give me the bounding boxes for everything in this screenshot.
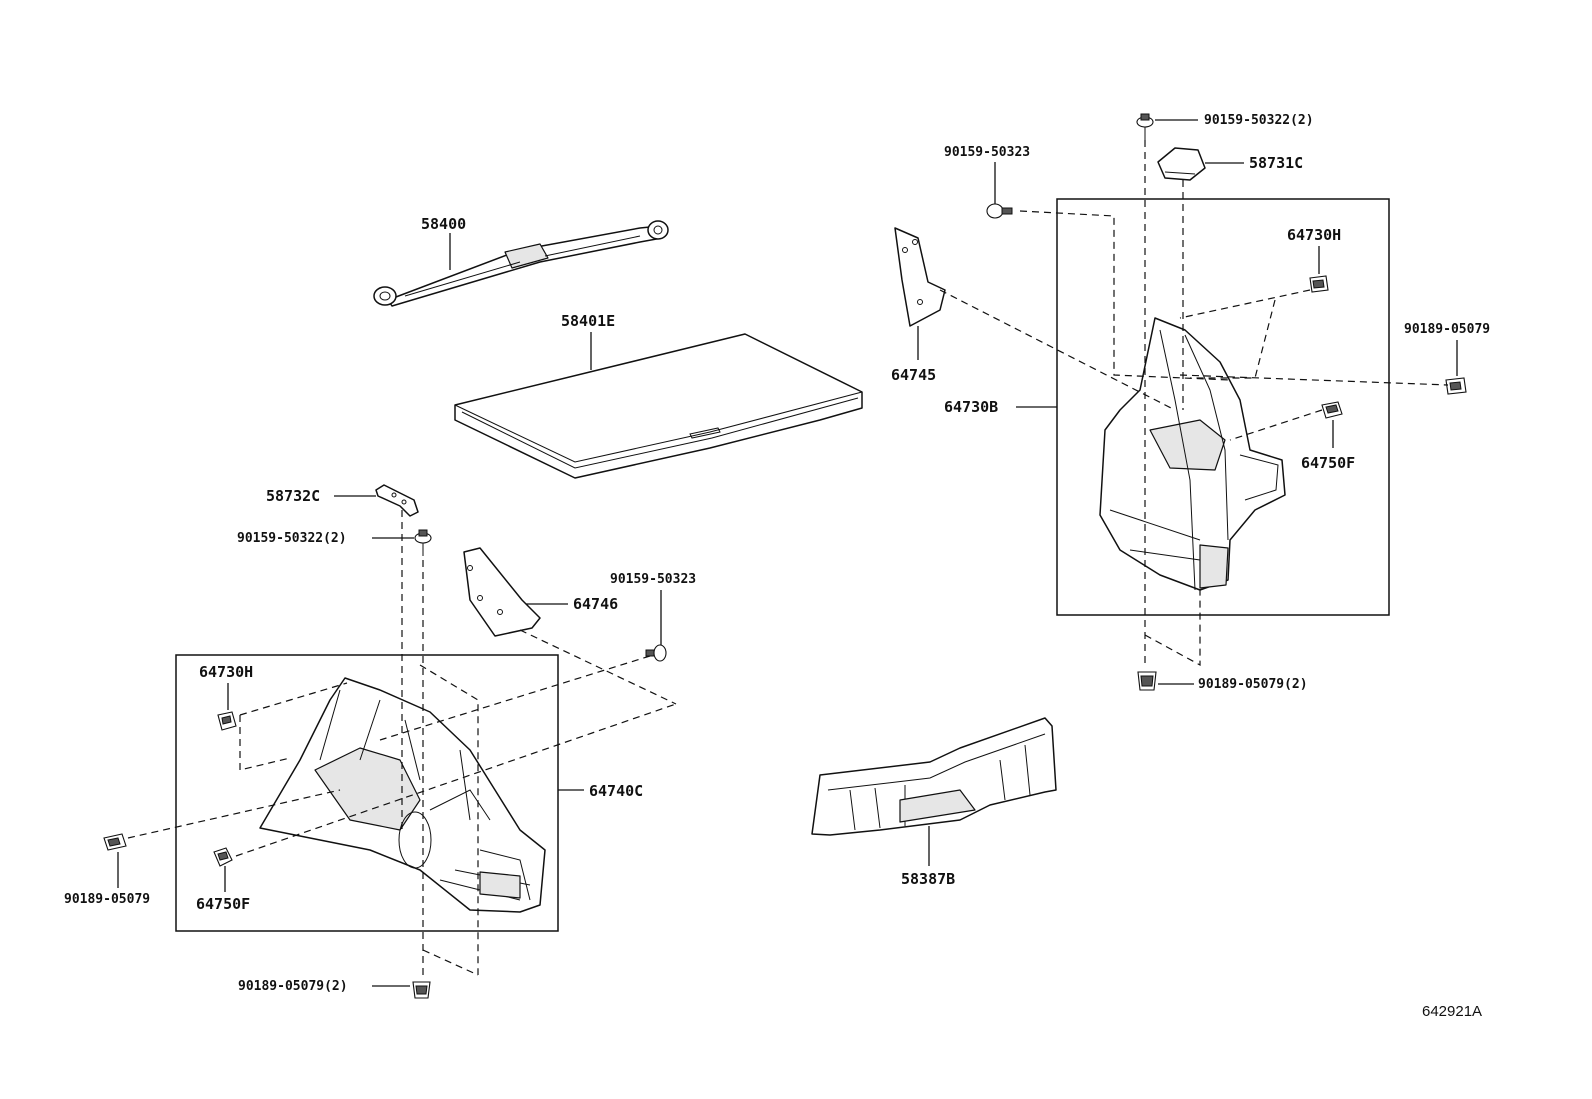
label-90159-50323-left: 90159-50323 <box>610 572 696 587</box>
label-90189-05079-left: 90189-05079 <box>64 892 150 907</box>
label-90159-50322-2-right: 90159-50322(2) <box>1204 113 1314 128</box>
label-64746: 64746 <box>573 595 618 613</box>
clip-64750F-left <box>213 847 233 867</box>
cap-58731C-part <box>1157 147 1206 181</box>
label-58732C: 58732C <box>266 487 320 505</box>
label-90189-05079-right: 90189-05079 <box>1404 322 1490 337</box>
label-90189-05079-2-right: 90189-05079(2) <box>1198 677 1308 692</box>
clip-64730H-right <box>1309 275 1329 293</box>
label-64730H-right: 64730H <box>1287 226 1341 244</box>
label-64730B: 64730B <box>944 398 998 416</box>
panel-64746-part <box>463 547 541 637</box>
label-90159-50322-2-left: 90159-50322(2) <box>237 531 347 546</box>
clip-90189-05079-2-right <box>1137 671 1157 691</box>
clip-64730H-left <box>217 711 237 731</box>
label-58387B: 58387B <box>901 870 955 888</box>
tonneau-rod-part <box>373 220 669 307</box>
assembly-box-left <box>175 654 559 932</box>
label-58401E: 58401E <box>561 312 615 330</box>
clip-90189-05079-right <box>1445 377 1467 395</box>
quarter-trim-left-part <box>259 677 546 913</box>
label-64745: 64745 <box>891 366 936 384</box>
panel-64745-part <box>894 227 946 327</box>
label-64750F-right: 64750F <box>1301 454 1355 472</box>
label-58400: 58400 <box>421 215 466 233</box>
label-64750F-left: 64750F <box>196 895 250 913</box>
screw-90159-50323-right <box>986 203 1013 219</box>
label-64740C: 64740C <box>589 782 643 800</box>
label-58731C: 58731C <box>1249 154 1303 172</box>
sill-plate-58387B-part <box>811 717 1057 836</box>
screw-90159-50323-left <box>645 644 667 662</box>
screw-90159-50322-left <box>414 529 432 556</box>
tonneau-cover-board-part <box>454 333 863 479</box>
assembly-guide-lines-right <box>939 140 1449 668</box>
clip-90189-05079-left <box>103 833 127 851</box>
figure-id: 642921A <box>1422 1003 1482 1020</box>
clip-90189-05079-2-left <box>412 981 431 999</box>
label-90189-05079-2-left: 90189-05079(2) <box>238 979 348 994</box>
clip-64750F-right <box>1321 401 1343 419</box>
bracket-58732C-part <box>375 484 419 517</box>
screw-90159-50322-right <box>1136 113 1154 140</box>
label-64730H-left: 64730H <box>199 663 253 681</box>
quarter-trim-right-part <box>1099 317 1286 591</box>
label-90159-50323-right: 90159-50323 <box>944 145 1030 160</box>
assembly-guide-lines-left <box>127 510 677 976</box>
